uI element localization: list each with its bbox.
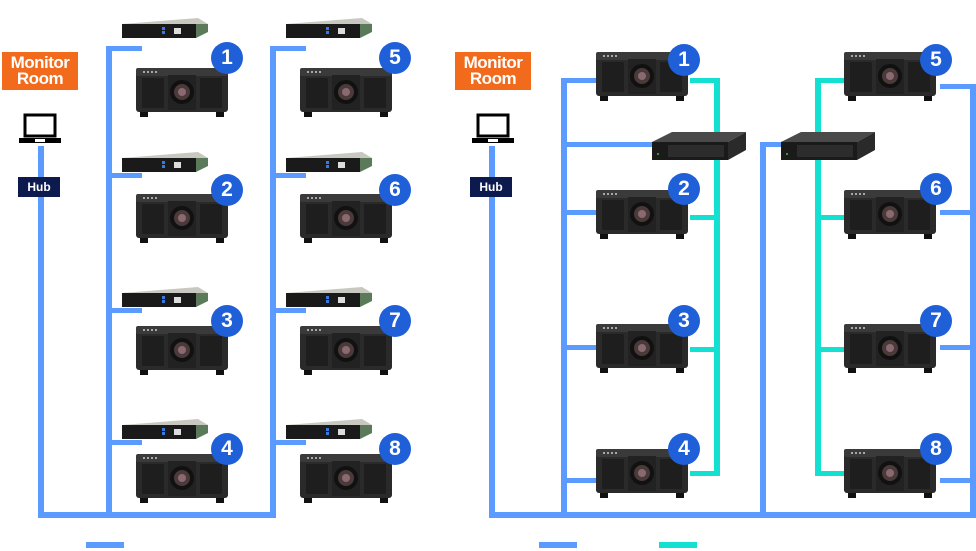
projector-number-badge: 3 [211, 305, 243, 337]
function-board-icon [118, 148, 210, 176]
video-cable [815, 78, 845, 83]
legend-video-swatch [659, 542, 697, 548]
signal-box-icon [650, 128, 748, 166]
network-cable [561, 210, 597, 215]
projector-number-badge: 4 [668, 433, 700, 465]
network-cable [270, 440, 306, 445]
function-board-icon [118, 283, 210, 311]
network-cable [106, 440, 142, 445]
network-cable [270, 173, 306, 178]
projector-number-badge: 5 [920, 44, 952, 76]
projector-number-badge: 8 [379, 433, 411, 465]
video-cable [690, 78, 720, 83]
video-cable [815, 347, 845, 352]
network-cable [940, 478, 976, 483]
laptop-icon [471, 113, 515, 147]
video-cable [815, 215, 845, 220]
network-cable [760, 142, 766, 516]
projector-icon [134, 62, 230, 118]
projector-number-badge: 1 [211, 42, 243, 74]
network-cable [760, 142, 790, 147]
network-cable [270, 46, 306, 51]
network-cable [106, 46, 112, 516]
video-cable [815, 78, 821, 476]
video-cable [690, 347, 720, 352]
network-cable [561, 345, 597, 350]
video-cable [690, 471, 720, 476]
projector-number-badge: 1 [668, 44, 700, 76]
network-cable [940, 345, 976, 350]
network-cable [38, 146, 44, 516]
hub-label: Hub [470, 177, 512, 197]
network-cable [940, 210, 976, 215]
function-board-icon [282, 283, 374, 311]
network-cable [561, 478, 597, 483]
projector-number-badge: 3 [668, 305, 700, 337]
projector-number-badge: 2 [211, 174, 243, 206]
function-board-icon [282, 148, 374, 176]
legend-lan-swatch [539, 542, 577, 548]
projector-number-badge: 2 [668, 173, 700, 205]
projector-number-badge: 6 [379, 174, 411, 206]
network-cable [489, 146, 495, 516]
projector-number-badge: 4 [211, 433, 243, 465]
projector-number-badge: 7 [379, 305, 411, 337]
network-cable [106, 173, 142, 178]
video-cable [690, 215, 720, 220]
network-cable [489, 512, 976, 518]
projector-icon [298, 62, 394, 118]
network-cable [270, 308, 306, 313]
function-board-icon [282, 415, 374, 443]
video-cable [815, 471, 845, 476]
function-board-icon [282, 14, 374, 42]
projector-number-badge: 7 [920, 305, 952, 337]
laptop-icon [18, 113, 62, 147]
network-cable [106, 308, 142, 313]
projector-icon [298, 320, 394, 376]
hub-label: Hub [18, 177, 60, 197]
video-cable [714, 78, 720, 476]
network-cable [106, 46, 142, 51]
network-cable [270, 46, 276, 516]
function-board-icon [118, 415, 210, 443]
network-cable [561, 78, 597, 83]
projector-number-badge: 6 [920, 173, 952, 205]
network-cable [940, 84, 976, 89]
network-cable [38, 512, 276, 518]
projector-number-badge: 5 [379, 42, 411, 74]
network-cable [561, 78, 567, 516]
network-cable [561, 142, 657, 147]
projector-icon [298, 448, 394, 504]
legend-lan-swatch [86, 542, 124, 548]
network-cable [970, 84, 976, 516]
projector-number-badge: 8 [920, 433, 952, 465]
signal-box-icon [779, 128, 877, 166]
function-board-icon [118, 14, 210, 42]
